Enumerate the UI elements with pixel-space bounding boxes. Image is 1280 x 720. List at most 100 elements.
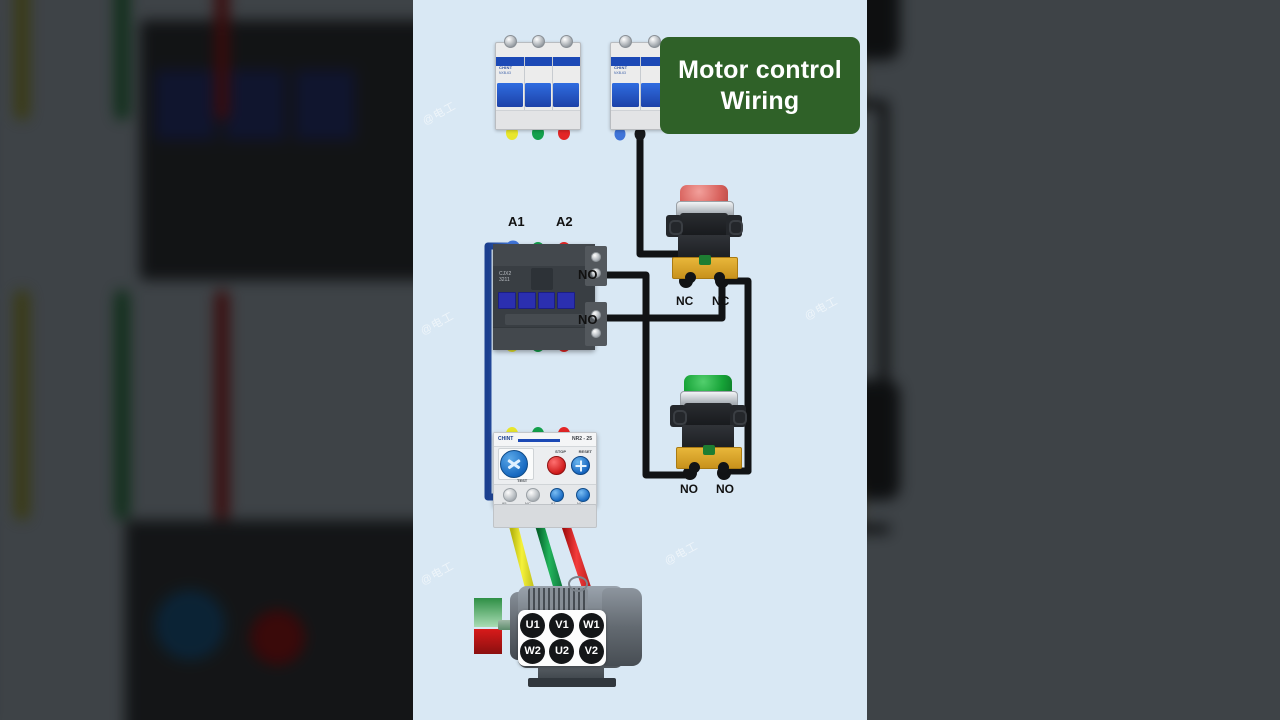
button-terminal-dot[interactable]: [685, 272, 696, 283]
indicator-red: [474, 629, 502, 654]
contactor-body: CJX2 3211: [493, 266, 595, 328]
terminal-screw-icon: [531, 34, 545, 48]
relay-model-label: NR2 - 25: [571, 436, 592, 442]
button-terminal-dot[interactable]: [689, 462, 700, 473]
breaker-toggle-group[interactable]: [496, 83, 580, 107]
contactor-brand: CJX2: [499, 271, 512, 277]
circuit-breaker-3pole[interactable]: CHINT NXB-63: [495, 34, 581, 130]
relay-current-dial[interactable]: [500, 450, 528, 478]
motor-rear-cap: [602, 588, 642, 666]
breaker-toggle[interactable]: [552, 83, 580, 107]
button-terminal-dot[interactable]: [714, 272, 725, 283]
contactor-aux-block-lower[interactable]: [585, 302, 607, 346]
breaker-top-terminals[interactable]: [611, 34, 669, 48]
label-contactor-no-lower: NO: [578, 312, 598, 327]
terminal-screw-icon: [619, 34, 632, 48]
relay-stop-label: STOP: [555, 449, 566, 454]
button-mount-clip-right: [730, 405, 747, 427]
contactor-indicator-blocks: [498, 292, 575, 309]
relay-terminal-screw-icon: [526, 488, 540, 502]
contactor-coil-window: [531, 268, 553, 290]
background-right: [750, 0, 1280, 720]
contactor-lower-bar: [505, 314, 583, 325]
motor-foot: [538, 664, 604, 682]
watermark: @电工: [802, 295, 841, 323]
relay-output-busbar: [493, 504, 597, 528]
breaker-pole-dividers: [611, 57, 669, 117]
label-contactor-no-upper: NO: [578, 267, 598, 282]
breaker-toggle[interactable]: [524, 83, 552, 107]
breaker-pole-dividers: [496, 57, 580, 117]
indicator-green: [474, 598, 502, 628]
motor-terminal[interactable]: U2: [549, 638, 575, 664]
contactor-top-terminals[interactable]: [493, 244, 595, 267]
breaker-model-label: NXB-63: [614, 71, 626, 75]
breaker-model-label: NXB-63: [499, 71, 511, 75]
title-line-2: Wiring: [720, 86, 800, 115]
motor-terminal-row-top: U1 V1 W1: [518, 612, 606, 638]
label-stop-nc-right: NC: [712, 294, 730, 308]
breaker-toggle[interactable]: [611, 83, 640, 107]
breaker-brand-stripe: [496, 57, 580, 66]
relay-nc-terminal-left[interactable]: [550, 488, 564, 502]
relay-terminal-tag: NC: [577, 501, 583, 506]
breaker-brand-label: CHINT: [614, 65, 628, 70]
button-terminal-strip[interactable]: [672, 255, 738, 283]
aux-terminal-screw-icon: [591, 310, 601, 320]
relay-header: CHINT NR2 - 25: [494, 433, 596, 447]
motor-terminal[interactable]: V2: [578, 638, 604, 664]
motor-terminal-box[interactable]: U1 V1 W1 W2 U2 V2: [518, 610, 606, 666]
motor-terminal[interactable]: W1: [578, 612, 604, 638]
relay-nc-terminal-right[interactable]: [576, 488, 590, 502]
relay-stop-button[interactable]: [547, 456, 566, 475]
button-mount-clip-right: [726, 215, 743, 237]
button-neck: [680, 213, 728, 237]
button-terminal-strip[interactable]: [676, 445, 742, 473]
breaker-top-terminals[interactable]: [496, 34, 580, 48]
motor-terminal[interactable]: U1: [520, 612, 546, 638]
contactor-aux-block-upper[interactable]: [585, 246, 607, 286]
terminal-screw-icon: [559, 34, 573, 48]
motor-lifting-eye: [568, 576, 588, 592]
label-start-no-right: NO: [716, 482, 734, 496]
relay-reset-label: RESET: [578, 449, 592, 454]
label-start-no-left: NO: [680, 482, 698, 496]
relay-reset-button[interactable]: [571, 456, 590, 475]
contactor-marking: CJX2 3211: [499, 271, 511, 284]
motor-rotation-indicator: [474, 598, 502, 654]
breaker-brand-label: CHINT: [499, 65, 513, 70]
motor-terminal[interactable]: V1: [549, 612, 575, 638]
relay-brand-label: CHINT: [498, 436, 514, 442]
relay-terminal-tag: NC: [525, 501, 531, 506]
watermark: @电工: [418, 560, 457, 588]
breaker-toggle[interactable]: [496, 83, 524, 107]
breaker-bottom-terminals[interactable]: [611, 110, 669, 129]
start-push-button[interactable]: [666, 375, 750, 473]
title-line-1: Motor control: [678, 56, 842, 84]
motor-base: [528, 678, 616, 687]
relay-brand-stripe: [518, 439, 560, 442]
aux-terminal-screw-icon: [591, 252, 601, 262]
contactor-bottom-terminals[interactable]: [493, 327, 595, 350]
ac-contactor[interactable]: CJX2 3211: [493, 244, 607, 350]
aux-terminal-screw-icon: [591, 328, 601, 338]
three-phase-motor: U1 V1 W1 W2 U2 V2: [474, 572, 652, 692]
breaker-bottom-terminals[interactable]: [496, 110, 580, 129]
thermal-overload-relay[interactable]: CHINT NR2 - 25 TEST STOP RESET 95 NC 97 …: [493, 432, 597, 506]
stop-push-button[interactable]: [662, 185, 746, 283]
button-terminal-marker: [703, 445, 715, 455]
contactor-model: 3211: [499, 277, 510, 284]
watermark: @电工: [662, 540, 701, 568]
label-a1: A1: [508, 214, 525, 229]
relay-terminal-row[interactable]: 95 NC 97 NC: [494, 484, 596, 506]
button-neck: [684, 403, 732, 427]
motor-terminal[interactable]: W2: [520, 638, 546, 664]
label-stop-nc-left: NC: [676, 294, 694, 308]
relay-test-label: TEST: [517, 478, 528, 483]
title-badge: Motor control Wiring: [660, 37, 860, 134]
relay-terminal-tag: 95: [502, 501, 506, 506]
button-terminal-dot[interactable]: [718, 462, 729, 473]
terminal-screw-icon: [503, 34, 517, 48]
relay-terminal-tag: 97: [551, 501, 555, 506]
